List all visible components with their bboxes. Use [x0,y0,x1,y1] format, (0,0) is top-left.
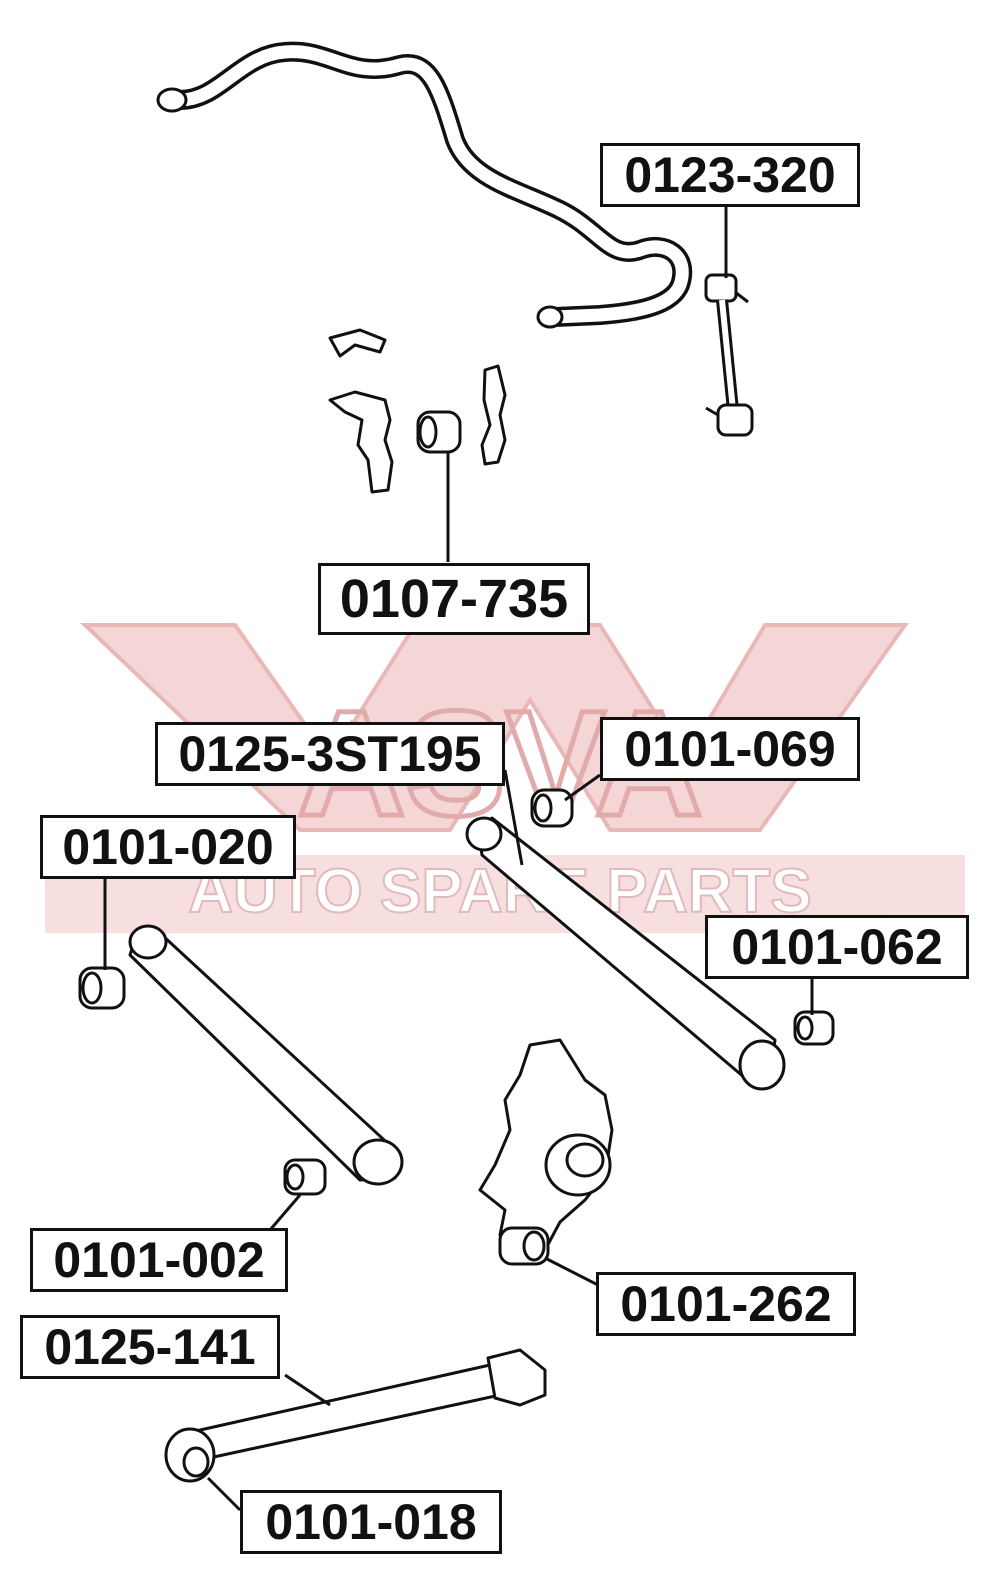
bushing-0101-069 [530,788,574,828]
steering-knuckle [478,1038,614,1266]
part-label-0123-320[interactable]: 0123-320 [600,143,860,207]
bushing-0101-020 [78,966,126,1010]
stabilizer-link [704,273,754,437]
leader-lines [103,205,814,1512]
part-label-0101-062[interactable]: 0101-062 [705,915,969,979]
part-label-0101-262[interactable]: 0101-262 [596,1272,856,1336]
part-label-0101-069[interactable]: 0101-069 [600,717,860,781]
stabilizer-bar [156,41,693,329]
part-label-0125-3ST195[interactable]: 0125-3ST195 [155,722,505,786]
bushing-bracket-group [328,328,507,494]
part-label-0101-020[interactable]: 0101-020 [40,815,296,879]
bushing-0101-062 [793,1010,835,1046]
lower-control-arm [128,924,404,1186]
part-label-0101-018[interactable]: 0101-018 [240,1490,502,1554]
upper-control-arm [465,816,786,1091]
part-label-0101-002[interactable]: 0101-002 [30,1228,288,1292]
part-label-0125-141[interactable]: 0125-141 [20,1315,280,1379]
part-label-0107-735[interactable]: 0107-735 [318,563,590,635]
trailing-link [164,1348,547,1483]
bushing-0101-002 [283,1158,327,1196]
